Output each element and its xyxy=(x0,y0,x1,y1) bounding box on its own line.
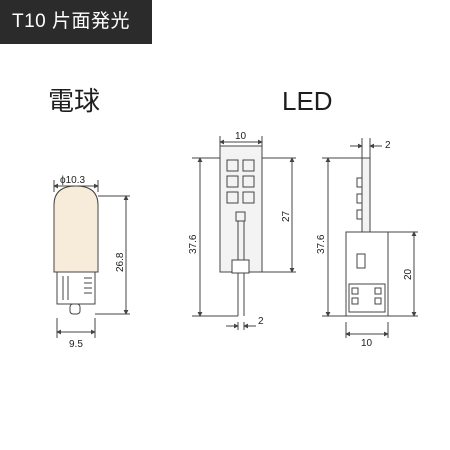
led-side-socket-width-label: 10 xyxy=(361,338,373,349)
led-front-total-height-label: 37.6 xyxy=(188,234,199,254)
led-chip xyxy=(226,175,239,188)
led-side-thickness-label: 2 xyxy=(385,140,391,151)
bulb-base-width-label: 9.5 xyxy=(69,339,83,350)
led-heading: LED xyxy=(282,86,333,116)
led-chip xyxy=(226,159,239,172)
led-chip xyxy=(242,159,255,172)
led-front-pin-width-label: 2 xyxy=(258,316,264,327)
led-side-total-height-label: 37.6 xyxy=(316,234,327,254)
led-front-drawing xyxy=(192,136,296,330)
led-chip xyxy=(226,191,239,204)
led-front-board xyxy=(219,145,263,273)
bulb-diameter-label: ϕ10.3 xyxy=(60,175,86,186)
led-side-socket-height-label: 20 xyxy=(403,268,414,280)
bulb-drawing xyxy=(53,180,130,338)
led-chip xyxy=(242,191,255,204)
led-front-board-height-label: 27 xyxy=(281,210,292,222)
bulb-glass xyxy=(53,185,99,273)
led-front-width-label: 10 xyxy=(235,131,247,142)
bulb-height-label: 26.8 xyxy=(115,252,126,272)
led-chip xyxy=(242,175,255,188)
title-badge: T10 片面発光 xyxy=(0,0,152,44)
bulb-heading: 電球 xyxy=(48,86,101,116)
led-side-drawing xyxy=(322,138,418,338)
